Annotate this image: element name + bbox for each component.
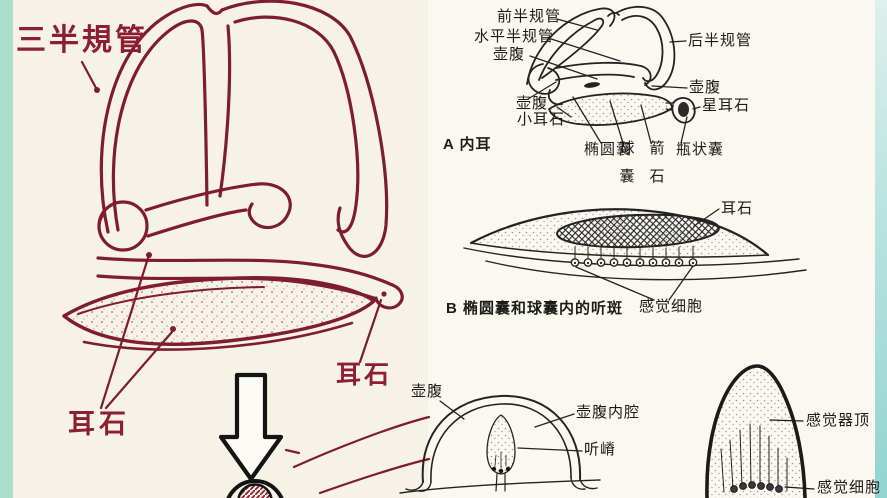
label-otolith-right: 耳石 — [336, 361, 393, 389]
section-a-drawing — [526, 5, 701, 144]
label-ampulla-cavity: 壶腹内腔 — [576, 404, 641, 421]
label-sensory-cells-b: 感觉细胞 — [639, 298, 704, 315]
label-otolith-lower: 耳石 — [68, 409, 130, 439]
caption-section-a: A 内耳 — [443, 136, 492, 153]
section-c-leader-lines — [439, 400, 583, 452]
label-ampulla-right: 壶腹 — [689, 79, 722, 96]
left-saccule-shape — [62, 276, 376, 351]
label-otolith-b: 耳石 — [721, 200, 754, 217]
label-lagena: 瓶状囊 — [676, 141, 725, 158]
left-detail-funnel-curves — [284, 415, 431, 495]
section-b-leader-lines — [575, 208, 720, 301]
label-posterior-canal: 后半规管 — [688, 32, 753, 49]
left-leader-lines — [80, 60, 383, 410]
right-teal-band — [875, 0, 887, 498]
label-anterior-canal: 前半规管 — [497, 8, 562, 25]
label-ampulla-c: 壶腹 — [411, 383, 444, 400]
otolith-circle-detail — [226, 479, 284, 498]
label-utricle: 椭圆囊 — [584, 141, 633, 158]
hair-cells-row — [570, 245, 698, 267]
ampulla-crista-drawing — [399, 394, 601, 494]
otolith-crosshatch — [556, 213, 720, 249]
label-semicircular-canals: 三半規管 — [16, 24, 148, 57]
cupula-leader-lines — [769, 419, 815, 490]
label-crista: 听嵴 — [584, 441, 617, 458]
down-arrow — [218, 372, 284, 482]
label-sagitta-otolith: 箭石 — [647, 140, 665, 196]
caption-section-b: B 椭圆囊和球囊内的听斑 — [446, 300, 624, 317]
cupula-drawing — [705, 364, 815, 498]
left-teal-band — [0, 0, 13, 498]
section-b-drawing — [463, 208, 807, 301]
crista-teardrop — [486, 414, 516, 475]
section-a-leader-lines — [527, 18, 701, 144]
label-horizontal-canal: 水平半规管 — [474, 28, 555, 45]
label-saccule: 球囊 — [617, 140, 635, 196]
label-small-otolith: 小耳石 — [517, 111, 566, 128]
label-ampulla-left: 壶腹 — [516, 95, 549, 112]
label-star-otolith: 星耳石 — [702, 97, 751, 114]
star-otolith-blob — [678, 102, 689, 117]
label-sensory-cells-c: 感觉细胞 — [817, 479, 882, 496]
left-inner-ear-drawing — [62, 0, 431, 495]
label-ampulla-top: 壶腹 — [493, 46, 526, 63]
label-cupula-top: 感觉器顶 — [806, 412, 871, 429]
